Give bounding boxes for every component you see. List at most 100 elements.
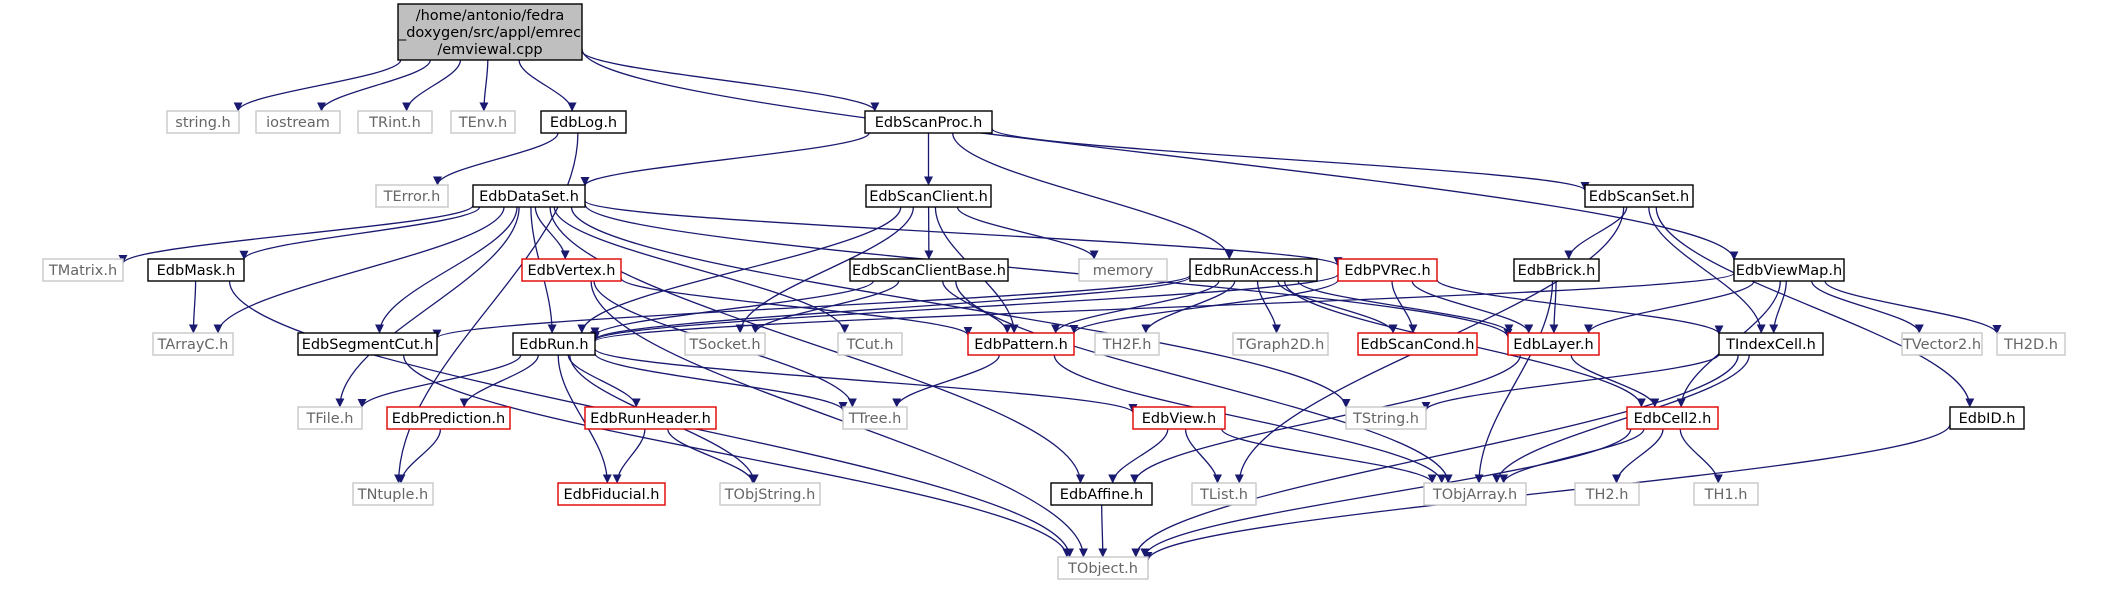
edge-EdbDataSet_h-to-EdbAffine_h [549,206,1085,484]
node-box [1132,406,1226,430]
edge-EdbViewMap_h-to-TH2D_h [1824,280,2002,335]
node-edbfiducial-h[interactable]: EdbFiducial.h [557,482,666,506]
node-edbrunheader-h[interactable]: EdbRunHeader.h [584,406,717,430]
node-edblog-h[interactable]: EdbLog.h [540,110,627,134]
node-box [1574,482,1640,506]
node-label: TNtuple.h [357,487,429,503]
node-label: TList.h [1199,487,1248,503]
edge-EdbScanSet_h-to-TIndexCell_h [1648,206,1766,334]
node-box [1357,332,1478,356]
node-edbpvrec-h[interactable]: EdbPVRec.h [1337,258,1438,282]
node-edbscanset-h[interactable]: EdbScanSet.h [1584,184,1694,208]
node-box [1094,332,1160,356]
node-edbscancond-h[interactable]: EdbScanCond.h [1357,332,1478,356]
node-edbsegmentcut-h[interactable]: EdbSegmentCut.h [297,332,438,356]
node-box [386,406,511,430]
node-layer: /home/antonio/fedra_doxygen/src/appl/emr… [42,3,2066,580]
node-edbbrick-h[interactable]: EdbBrick.h [1513,258,1600,282]
edge-EdbView_h-to-TList_h [1184,428,1222,484]
node-label: TObject.h [1067,561,1138,577]
edge-EdbRunAccess_h-to-EdbLayer_h [1297,280,1514,334]
edge-EdbDataSet_h-to-TFile_h [335,206,520,408]
node-box [1423,482,1527,506]
edge-EdbRun_h-to-TFile_h [357,354,522,408]
node-box [450,110,516,134]
node-tenv-h: TEnv.h [450,110,516,134]
node-edbpattern-h[interactable]: EdbPattern.h [967,332,1075,356]
node-tarrayc-h: TArrayC.h [152,332,234,356]
edge-EdbPrediction_h-to-TNtuple_h [396,428,442,484]
node-edbprediction-h[interactable]: EdbPrediction.h [386,406,511,430]
edge-EdbID_h-to-TObject_h [1143,424,1951,561]
node-label: EdbVertex.h [528,263,616,279]
node-edbrunaccess-h[interactable]: EdbRunAccess.h [1189,258,1318,282]
edge-TIndexCell_h-to-TObjArray_h [1492,354,1750,484]
node-edbscanclientbase-h[interactable]: EdbScanClientBase.h [849,258,1009,282]
edge-EdbPVRec_h-to-TIndexCell_h [1436,279,1724,335]
node-box [1345,406,1427,430]
edge-EdbDataSet_h-to-TMatrix_h [118,204,474,264]
node-tindexcell-h[interactable]: TIndexCell.h [1718,332,1824,356]
node-label: TTree.h [848,411,902,427]
edge-EdbVertex_h-to-TObject_h [590,280,1088,558]
edge-EdbScanSet_h-to-EdbBrick_h [1564,206,1628,260]
node-box [397,3,583,61]
node-edblayer-h[interactable]: EdbLayer.h [1507,332,1600,356]
edge-emviewal-to-TEnv_h [479,59,489,112]
node-edbcell2-h[interactable]: EdbCell2.h [1626,406,1719,430]
node-box [837,332,903,356]
node-edbaffine-h[interactable]: EdbAffine.h [1050,482,1153,506]
edge-EdbScanClientBase_h-to-TSocket_h [750,280,900,334]
node-tcut-h: TCut.h [837,332,903,356]
node-emviewal[interactable]: /home/antonio/fedra_doxygen/src/appl/emr… [397,3,583,61]
node-edbmask-h[interactable]: EdbMask.h [147,258,245,282]
node-edbview-h[interactable]: EdbView.h [1132,406,1226,430]
node-label: TSocket.h [688,337,760,353]
edge-EdbView_h-to-TObjArray_h [1221,428,1437,484]
node-label: TArrayC.h [157,337,229,353]
edge-EdbRun_h-to-EdbView_h [594,348,1138,414]
node-tobjstring-h: TObjString.h [719,482,821,506]
node-box [1232,332,1329,356]
edge-emviewal-to-EdbScanProc_h [581,50,880,112]
node-tgraph2d-h: TGraph2D.h [1232,332,1329,356]
node-box [1584,184,1694,208]
node-tmatrix-h: TMatrix.h [42,258,124,282]
node-label: EdbID.h [1959,411,2016,427]
edge-EdbRunAccess_h-to-TGraph2D_h [1256,280,1281,334]
node-edbrun-h[interactable]: EdbRun.h [512,332,596,356]
node-th2d-h: TH2D.h [1996,332,2066,356]
node-label: TGraph2D.h [1236,337,1325,353]
edge-EdbBrick_h-to-TObjArray_h [1474,280,1554,484]
node-tobjarray-h: TObjArray.h [1423,482,1527,506]
node-edbscanclient-h[interactable]: EdbScanClient.h [865,184,992,208]
node-label: TEnv.h [458,115,507,131]
node-label: TString.h [1352,411,1419,427]
node-edbdataset-h[interactable]: EdbDataSet.h [472,184,586,208]
edge-EdbRun_h-to-EdbFiducial_h [557,354,612,484]
node-edbscanproc-h[interactable]: EdbScanProc.h [864,110,993,134]
node-box [1078,258,1168,282]
node-tlist-h: TList.h [1191,482,1257,506]
edge-EdbScanClient_h-to-memory [956,206,1099,260]
node-box [1733,258,1845,282]
edge-EdbScanClient_h-to-EdbRun_h [577,206,902,334]
edge-emviewal-to-TRint_h [402,59,462,112]
edge-EdbLayer_h-to-EdbCell2_h [1570,354,1660,408]
node-edbid-h[interactable]: EdbID.h [1949,406,2025,430]
edge-emviewal-to-iostream [317,59,431,112]
node-memory: memory [1078,258,1168,282]
node-edbvertex-h[interactable]: EdbVertex.h [521,258,622,282]
node-label: EdbScanClient.h [869,189,988,205]
edge-EdbViewMap_h-to-TVector2_h [1811,280,1924,334]
node-label: TObjString.h [724,487,816,503]
edge-EdbBrick_h-to-EdbLayer_h [1549,280,1559,334]
node-string-h: string.h [166,110,240,134]
node-edbviewmap-h[interactable]: EdbViewMap.h [1733,258,1845,282]
node-label: EdbFiducial.h [564,487,660,503]
edge-EdbScanProc_h-to-EdbScanSet_h [991,128,1590,191]
node-box [472,184,586,208]
edge-EdbViewMap_h-to-EdbLayer_h [1584,280,1755,334]
edge-EdbRun_h-to-TTree_h [594,353,848,412]
node-th2-h: TH2.h [1574,482,1640,506]
